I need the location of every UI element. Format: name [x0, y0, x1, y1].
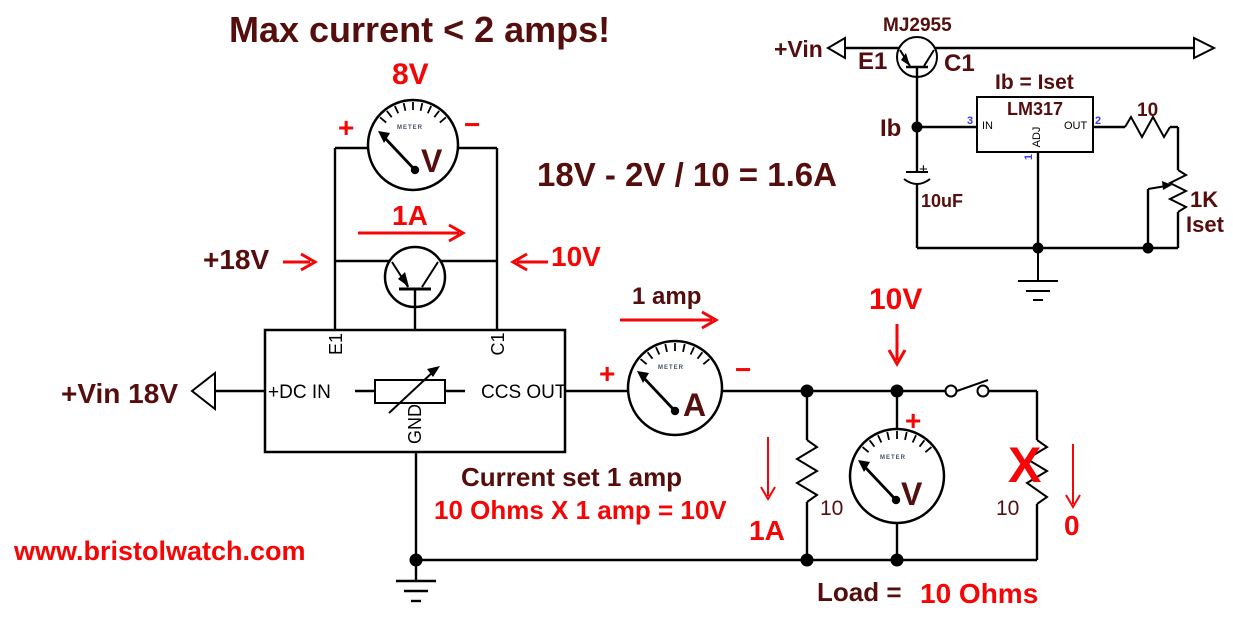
load-r2-value: 10: [996, 497, 1020, 520]
ccs-pin-gnd: GND: [405, 404, 425, 444]
capacitor-bottom-plate: [903, 178, 931, 185]
reg-pin-num-adj: 1: [1023, 153, 1035, 161]
reg-iset-label: Iset: [1186, 212, 1224, 237]
load-resistor-1: [795, 439, 819, 503]
top-loop-current: 1A: [392, 200, 428, 231]
meter-needle: [861, 464, 898, 501]
transistor-q1: [383, 245, 447, 330]
junction-dots: [409, 384, 904, 567]
top-voltmeter-unit: V: [421, 143, 443, 179]
ammeter-minus: −: [735, 354, 752, 385]
lm317-box: [976, 96, 1094, 153]
load-r1-current: 1A: [749, 515, 785, 546]
reg-resistor-value: 10: [1137, 100, 1159, 121]
ammeter-current-note: 1 amp: [632, 283, 702, 310]
reg-vin-label: +Vin: [774, 36, 823, 62]
top-voltmeter-brand: METER: [397, 125, 423, 131]
potentiometer: [1167, 169, 1189, 213]
meter-needle: [640, 375, 677, 412]
load-voltmeter-plus: +: [905, 405, 922, 436]
red-arrows: [283, 223, 1081, 509]
top-voltmeter-minus: −: [464, 109, 481, 140]
ccs-pin-ccs-out: CCS OUT: [481, 382, 567, 403]
load-r1-value: 10: [820, 497, 844, 520]
load-fault-x-mark: X: [1008, 437, 1042, 493]
load-label: Load =: [817, 577, 902, 607]
vin-18v-label: +Vin 18V: [61, 378, 179, 409]
regulator-resistor: [1124, 114, 1171, 140]
reg-pin-num-out: 2: [1095, 115, 1102, 127]
load-r2-current: 0: [1064, 510, 1080, 541]
ccs-block-outline: [190, 328, 567, 560]
transistor-q2: [896, 36, 938, 127]
ccs-pin-dc-in: +DC IN: [268, 382, 331, 403]
top-voltmeter-reading: 8V: [392, 58, 429, 91]
reg-pin-out: OUT: [1064, 120, 1088, 132]
load-voltmeter-unit: V: [901, 476, 923, 512]
reg-pot-value: 1K: [1190, 187, 1219, 212]
load-wires: [416, 389, 1039, 562]
reg-ic-name: LM317: [1007, 99, 1064, 119]
website-link: www.bristolwatch.com: [14, 536, 306, 566]
vin-connector-triangle: [190, 370, 216, 412]
reg-pin-in: IN: [982, 120, 993, 132]
node-10v-label: 10V: [551, 241, 601, 272]
voltmeter-top: [366, 98, 460, 192]
voltmeter-load: [848, 427, 946, 525]
reg-cap-value: 10uF: [921, 191, 964, 211]
formula-text: 18V - 2V / 10 = 1.6A: [537, 156, 837, 193]
page-title: Max current < 2 amps!: [229, 9, 611, 50]
reg-c1-label: C1: [944, 50, 975, 77]
ccs-pin-c1: C1: [488, 332, 508, 356]
reg-pin-num-in: 3: [967, 115, 974, 127]
reg-ib-equation: Ib = Iset: [995, 71, 1074, 94]
lm317-circuit: [903, 96, 1189, 254]
reg-transistor-name: MJ2955: [883, 15, 952, 36]
ammeter-brand: METER: [658, 365, 684, 371]
load-node-voltage: 10V: [869, 283, 923, 316]
variable-resistor: [374, 379, 446, 404]
reg-ib-label: Ib: [880, 115, 902, 142]
load-voltmeter-brand: METER: [880, 455, 906, 461]
switch: [944, 379, 990, 398]
vin-connector-left: [826, 36, 846, 60]
ccs-pin-e1: E1: [326, 332, 346, 356]
vin-connector-right: [1193, 36, 1217, 60]
load-value: 10 Ohms: [920, 578, 1039, 609]
note-current-set: Current set 1 amp: [461, 462, 683, 492]
ammeter-meter: [626, 339, 724, 437]
load-resistor-2: [1025, 439, 1049, 505]
meter-needle: [381, 135, 417, 171]
reg-cap-plus: +: [919, 161, 928, 178]
node-18v-label: +18V: [203, 244, 270, 275]
ground-regulator: [1018, 248, 1058, 301]
ammeter-unit: A: [683, 387, 707, 423]
note-ohms-calc: 10 Ohms X 1 amp = 10V: [434, 495, 727, 525]
reg-e1-label: E1: [858, 48, 888, 75]
ammeter-plus: +: [599, 358, 616, 389]
top-voltmeter-plus: +: [338, 112, 355, 143]
